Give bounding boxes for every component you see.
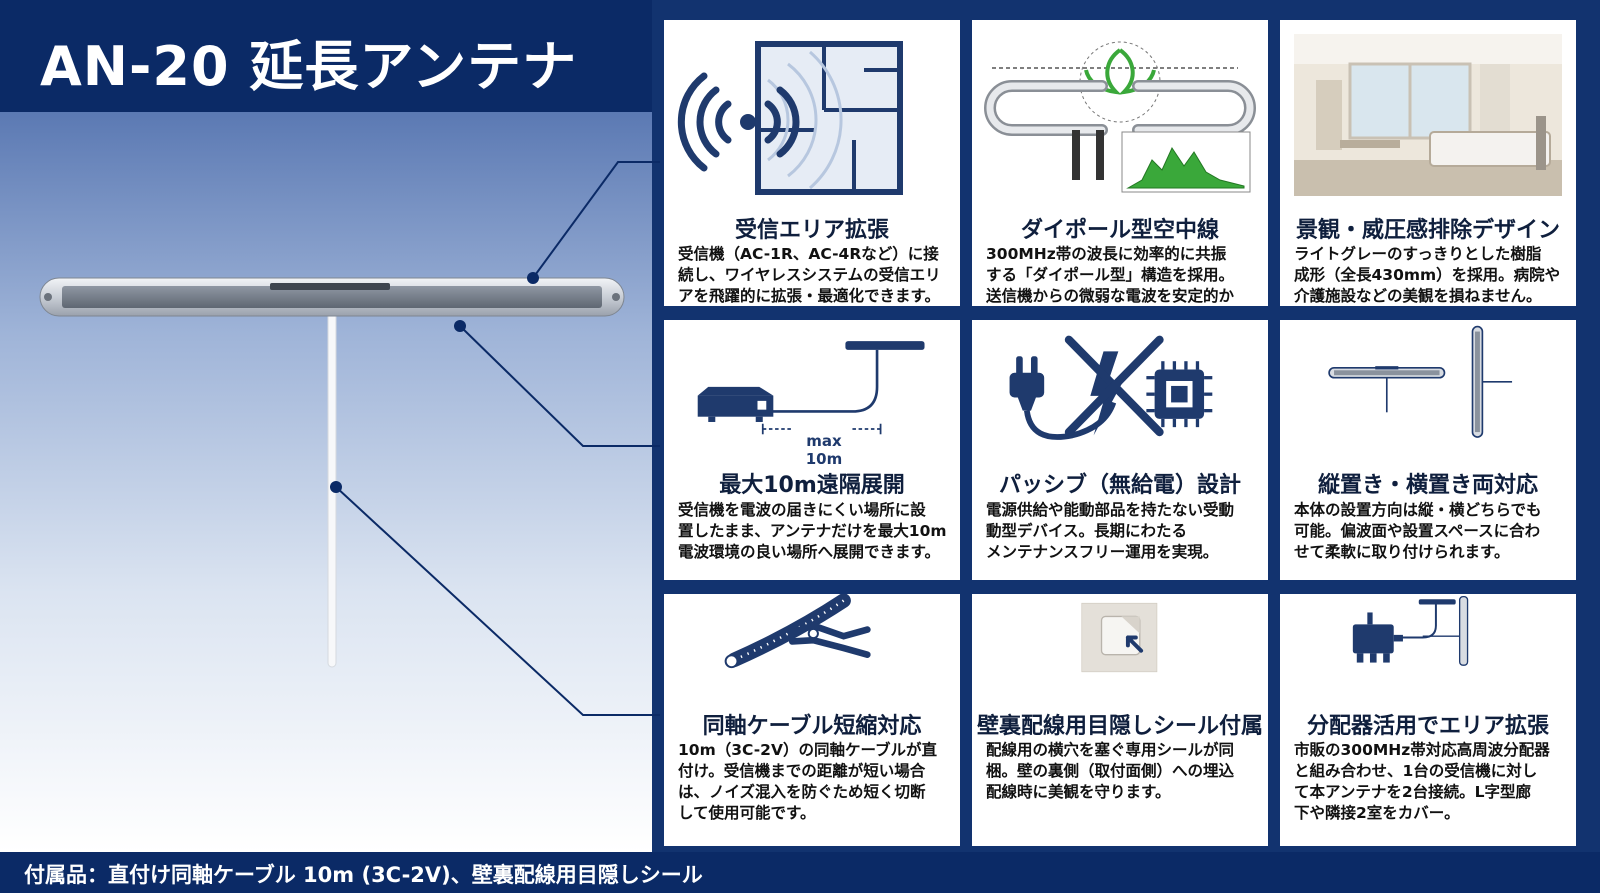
- feature-card-remote-10m: max 10m 最大10m遠隔展開 受信機を電波の届きにくい場所に設 置したまま…: [664, 320, 960, 580]
- card-line: 動型デバイス。長期にわたる: [986, 522, 1188, 540]
- card-line: 電波環境の良い場所へ展開できます。: [678, 543, 940, 561]
- card-line: 介護施設などの美観を損ねません。: [1294, 287, 1542, 305]
- card-line: ライトグレーのすっきりとした樹脂: [1294, 245, 1542, 263]
- dipole-spectrum-icon: [984, 41, 1256, 193]
- feature-card-reception-area: 受信エリア拡張 受信機（AC-1R、AC-4Rなど）に接 続し、ワイヤレスシステ…: [664, 20, 960, 306]
- card-line: 付け。受信機までの距離が短い場合: [678, 762, 926, 780]
- distance-label: max 10m: [805, 432, 843, 468]
- card-line: 配線用の横穴を塞ぐ専用シールが同: [986, 741, 1235, 759]
- feature-card-splitter: 分配器活用でエリア拡張 市販の300MHz帯対応高周波分配器 と組み合わせ、1台…: [1280, 594, 1576, 846]
- card-line: 本体の設置方向は縦・横どちらでも: [1294, 501, 1542, 519]
- card-title: 分配器活用でエリア拡張: [1306, 714, 1549, 739]
- card-title: ダイポール型空中線: [1020, 218, 1219, 243]
- card-title: 景観・威圧感排除デザイン: [1295, 218, 1560, 243]
- card-description: 10m（3C-2V）の同軸ケーブルが直 付け。受信機までの距離が短い場合 は、ノ…: [678, 740, 950, 824]
- orientation-icon: [1328, 325, 1513, 438]
- card-title: 壁裏配線用目隠しシール付属: [976, 714, 1263, 739]
- card-description: 市販の300MHz帯対応高周波分配器 と組み合わせ、1台の受信機に対し て本アン…: [1294, 740, 1566, 824]
- accessories-footer: 付属品：直付け同軸ケーブル 10m (3C-2V)、壁裏配線用目隠しシール: [0, 852, 1600, 893]
- hospital-room-photo: [1294, 34, 1562, 196]
- cable-cutter-icon: [724, 594, 871, 669]
- page-title: AN-20 延長アンテナ: [40, 35, 578, 98]
- card-line: と組み合わせ、1台の受信機に対し: [1294, 762, 1538, 780]
- card-line: 梱。壁の裏側（取付面側）への埋込: [986, 762, 1235, 780]
- card-description: 電源供給や能動部品を持たない受動 動型デバイス。長期にわたる メンテナンスフリー…: [986, 500, 1258, 563]
- card-line: 300MHz帯の波長に効率的に共振: [986, 245, 1227, 263]
- card-line: 配線時に美観を守ります。: [986, 783, 1171, 801]
- card-line: 市販の300MHz帯対応高周波分配器: [1294, 741, 1550, 759]
- sticker-icon: [1081, 602, 1158, 673]
- splitter-icon: [1352, 595, 1469, 666]
- feature-card-dipole: ダイポール型空中線 300MHz帯の波長に効率的に共振 する「ダイポール型」構造…: [972, 20, 1268, 306]
- card-line: 下や隣接2室をカバー。: [1294, 804, 1460, 822]
- wifi-floorplan-icon: [677, 41, 903, 195]
- feature-card-orientation: 縦置き・横置き両対応 本体の設置方向は縦・横どちらでも 可能。偏波面や設置スペー…: [1280, 320, 1576, 580]
- card-line: は、ノイズ混入を防ぐため短く切断: [678, 783, 926, 801]
- card-description: 本体の設置方向は縦・横どちらでも 可能。偏波面や設置スペースに合わ せて柔軟に取…: [1294, 500, 1566, 563]
- card-line: して使用可能です。: [678, 804, 816, 822]
- card-title: 縦置き・横置き両対応: [1317, 473, 1538, 498]
- feature-card-sticker: 壁裏配線用目隠しシール付属 配線用の横穴を塞ぐ専用シールが同 梱。壁の裏側（取付…: [972, 594, 1268, 846]
- card-line: する「ダイポール型」構造を採用。: [986, 266, 1235, 284]
- card-line: 可能。偏波面や設置スペースに合わ: [1294, 522, 1541, 540]
- card-title: 受信エリア拡張: [734, 218, 889, 243]
- card-line: 続し、ワイヤレスシステムの受信エリ: [678, 266, 941, 284]
- card-description: 受信機（AC-1R、AC-4Rなど）に接 続し、ワイヤレスシステムの受信エリ ア…: [678, 244, 950, 306]
- card-line: 10m（3C-2V）の同軸ケーブルが直: [678, 741, 938, 759]
- card-title: パッシブ（無給電）設計: [998, 473, 1241, 498]
- card-description: ライトグレーのすっきりとした樹脂 成形（全長430mm）を採用。病院や 介護施設…: [1294, 244, 1566, 306]
- antenna-illustration: [39, 277, 625, 668]
- card-line: メンテナンスフリー運用を実現。: [986, 543, 1219, 561]
- feature-card-passive: パッシブ（無給電）設計 電源供給や能動部品を持たない受動 動型デバイス。長期にわ…: [972, 320, 1268, 580]
- card-line: アを飛躍的に拡張・最適化できます。: [678, 287, 940, 305]
- card-description: 受信機を電波の届きにくい場所に設 置したまま、アンテナだけを最大10m 電波環境…: [678, 500, 950, 563]
- card-line: 電源供給や能動部品を持たない受動: [986, 501, 1235, 519]
- card-title: 最大10m遠隔展開: [719, 473, 905, 498]
- card-line: て本アンテナを2台接続。L字型廊: [1294, 783, 1532, 801]
- card-title: 同軸ケーブル短縮対応: [702, 714, 922, 739]
- card-description: 配線用の横穴を塞ぐ専用シールが同 梱。壁の裏側（取付面側）への埋込 配線時に美観…: [986, 740, 1258, 803]
- receiver-cable-icon: [697, 341, 925, 435]
- card-line: 送信機からの微弱な電波を安定的か: [986, 287, 1235, 305]
- card-line: 成形（全長430mm）を採用。病院や: [1294, 266, 1561, 284]
- card-line: せて柔軟に取り付けられます。: [1294, 543, 1510, 561]
- feature-card-design: 景観・威圧感排除デザイン ライトグレーのすっきりとした樹脂 成形（全長430mm…: [1280, 20, 1576, 306]
- card-line: 受信機を電波の届きにくい場所に設: [678, 501, 926, 519]
- feature-card-cable-cut: 同軸ケーブル短縮対応 10m（3C-2V）の同軸ケーブルが直 付け。受信機までの…: [664, 594, 960, 846]
- card-line: 受信機（AC-1R、AC-4Rなど）に接: [678, 245, 939, 263]
- card-description: 300MHz帯の波長に効率的に共振 する「ダイポール型」構造を採用。 送信機から…: [986, 244, 1258, 306]
- card-line: 置したまま、アンテナだけを最大10m: [678, 522, 947, 540]
- no-power-icon: [1009, 335, 1213, 440]
